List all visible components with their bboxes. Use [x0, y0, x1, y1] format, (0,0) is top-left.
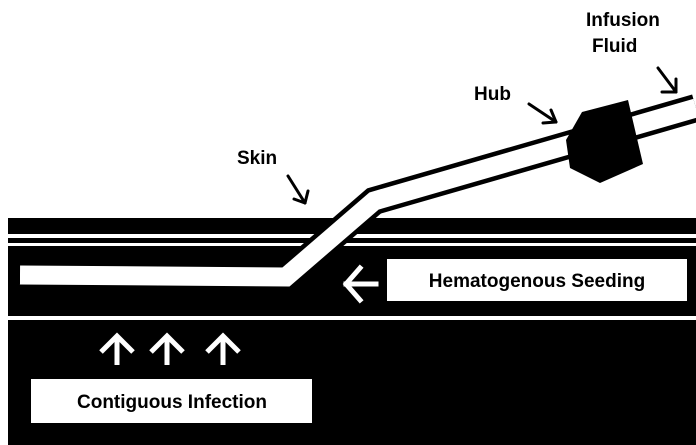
skin-label: Skin	[237, 148, 277, 169]
hub-arrow-icon	[529, 104, 556, 123]
skin-arrow-icon	[288, 176, 308, 203]
hub-label: Hub	[474, 84, 511, 105]
contiguous-label: Contiguous Infection	[77, 392, 267, 413]
skin-band-middle	[8, 238, 696, 243]
infusion-label-line2: Fluid	[592, 36, 637, 57]
infusion-label-line1: Infusion	[586, 10, 660, 31]
infusion-fluid-arrow-icon	[658, 68, 676, 92]
hematogenous-label: Hematogenous Seeding	[429, 271, 645, 292]
